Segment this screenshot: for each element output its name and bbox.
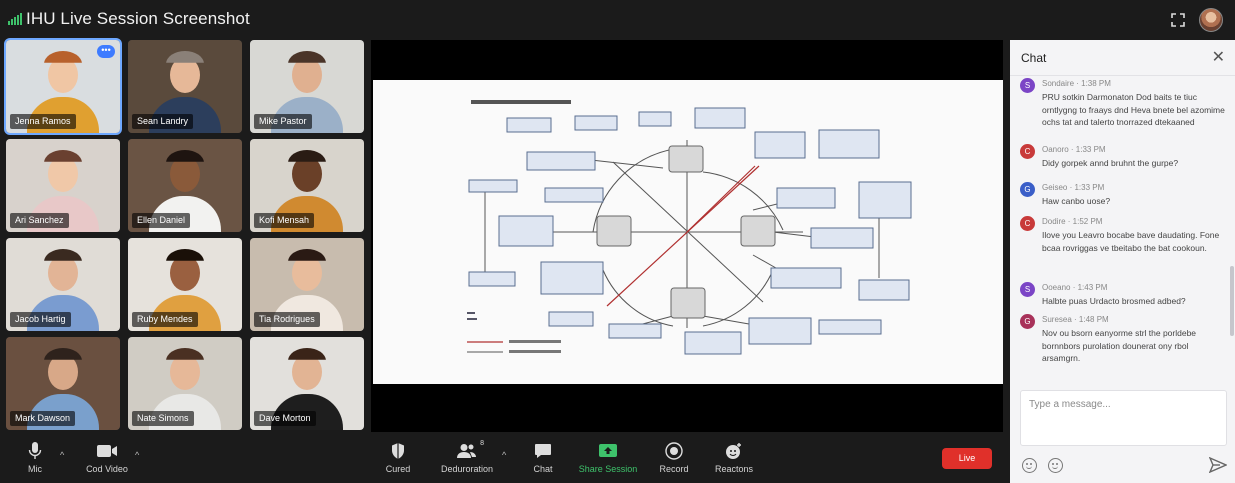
reaction-icon[interactable] [1048,458,1063,473]
participant-tile[interactable]: Dave Morton [250,337,364,430]
emoji-icon[interactable] [1022,458,1037,473]
message-text: PRU sotkin Darmonaton Dod baits te tiuc … [1042,92,1225,127]
message-meta: Oanoro · 1:33 PM [1042,145,1106,154]
microphone-icon [24,440,46,462]
sender-avatar: G [1020,314,1035,329]
record-icon [663,440,685,462]
message-meta: Sondaire · 1:38 PM [1042,79,1111,88]
fullscreen-icon[interactable] [1171,13,1185,27]
participant-name: Ellen Daniel [132,213,191,228]
participant-name: Jacob Hartig [10,312,71,327]
message-meta: Suresea · 1:48 PM [1042,315,1109,324]
share-screen-button[interactable]: Share Session [576,440,640,474]
video-camera-icon [96,440,118,462]
participant-name: Mark Dawson [10,411,76,426]
participant-tile[interactable]: Jenna Ramos ••• [4,38,122,135]
reactions-button[interactable]: Reactons [702,440,766,474]
more-options-icon[interactable]: ••• [97,45,115,58]
slide-heading-mark [471,100,571,104]
participant-name: Dave Morton [254,411,316,426]
meeting-toolbar: Mic ^ Cod Video ^ Cured 8 Deduroration ^ [0,436,1010,483]
sender-avatar: S [1020,78,1035,93]
chat-bubble-icon [532,440,554,462]
video-label: Cod Video [86,464,128,474]
chat-label: Chat [533,464,553,474]
profile-avatar[interactable] [1199,8,1223,32]
share-screen-label: Share Session [578,464,638,474]
participant-tile[interactable]: Kofi Mensah [250,139,364,232]
participant-tile[interactable]: Jacob Hartig [6,238,120,331]
chat-scrollbar[interactable] [1230,266,1234,336]
sender-avatar: G [1020,182,1035,197]
title-bar: IHU Live Session Screenshot [0,0,1235,38]
sender-avatar: C [1020,216,1035,231]
participant-tile[interactable]: Nate Simons [128,337,242,430]
chat-message-list[interactable]: S Sondaire · 1:38 PM PRU sotkin Darmonaton… [1010,76,1235,386]
participant-tile[interactable]: Tia Rodrigues [250,238,364,331]
live-button[interactable]: Live [942,448,992,469]
close-icon[interactable]: ✕ [1211,49,1225,66]
participant-name: Kofi Mensah [254,213,315,228]
video-button[interactable]: Cod Video [75,440,139,474]
hub-nodes [596,145,776,319]
participant-tile[interactable]: Sean Landry [128,40,242,133]
chat-button[interactable]: Chat [511,440,575,474]
participant-name: Sean Landry [132,114,194,129]
sender-avatar: S [1020,282,1035,297]
message-text: Halbte puas Urdacto brosmed adbed? [1042,296,1186,306]
record-label: Record [659,464,689,474]
participants-icon: 8 [456,440,484,462]
chat-title: Chat [1021,50,1047,65]
participant-tile[interactable]: Mike Pastor [250,40,364,133]
message-text: Ilove you Leavro bocabe bave daudating. … [1042,230,1220,253]
participant-name: Jenna Ramos [10,114,76,129]
chat-header: Chat [1010,40,1235,76]
network-diagram [467,100,912,355]
chat-panel: Chat ✕ S Sondaire · 1:38 PM PRU sotkin Dar… [1010,40,1235,483]
chevron-up-icon[interactable]: ^ [502,450,507,460]
legend [467,312,561,353]
chat-input-actions [1022,456,1227,476]
message-meta: Geiseo · 1:33 PM [1042,183,1105,192]
record-button[interactable]: Record [642,440,706,474]
participant-name: Ari Sanchez [10,213,69,228]
security-label: Cured [385,464,411,474]
participant-name: Ruby Mendes [132,312,198,327]
shield-icon [387,440,409,462]
shared-slide [373,80,1003,384]
diagram-boxes [468,107,912,355]
window-title: IHU Live Session Screenshot [26,9,250,28]
reaction-smiley-icon [723,440,745,462]
message-meta: Dodire · 1:52 PM [1042,217,1103,226]
participant-tile[interactable]: Ruby Mendes [128,238,242,331]
participants-button[interactable]: 8 Deduroration [435,440,499,474]
participant-name: Mike Pastor [254,114,312,129]
message-text: Haw canbo uose? [1042,196,1111,206]
message-meta: Ooeano · 1:43 PM [1042,283,1108,292]
message-text: Didy gorpek annd bruhnt the gurpe? [1042,158,1179,168]
shared-screen [371,40,1003,432]
mute-button[interactable]: Mic [3,440,67,474]
message-text: Nov ou bsorn eanyorme strl the porldebe … [1042,328,1197,363]
chevron-up-icon[interactable]: ^ [60,450,65,460]
chevron-up-icon[interactable]: ^ [135,450,140,460]
connection-signal-icon [8,13,22,25]
participants-label: Deduroration [440,464,494,474]
participant-tile[interactable]: Ellen Daniel [128,139,242,232]
sender-avatar: C [1020,144,1035,159]
security-button[interactable]: Cured [366,440,430,474]
participant-name: Tia Rodrigues [254,312,320,327]
share-screen-icon [597,440,619,462]
participant-tile[interactable]: Mark Dawson [6,337,120,430]
mute-label: Mic [28,464,42,474]
participants-count: 8 [480,440,484,447]
chat-message-input[interactable] [1020,390,1227,446]
send-icon[interactable] [1209,457,1227,473]
participant-tile[interactable]: Ari Sanchez [6,139,120,232]
participant-name: Nate Simons [132,411,194,426]
reactions-label: Reactons [714,464,754,474]
